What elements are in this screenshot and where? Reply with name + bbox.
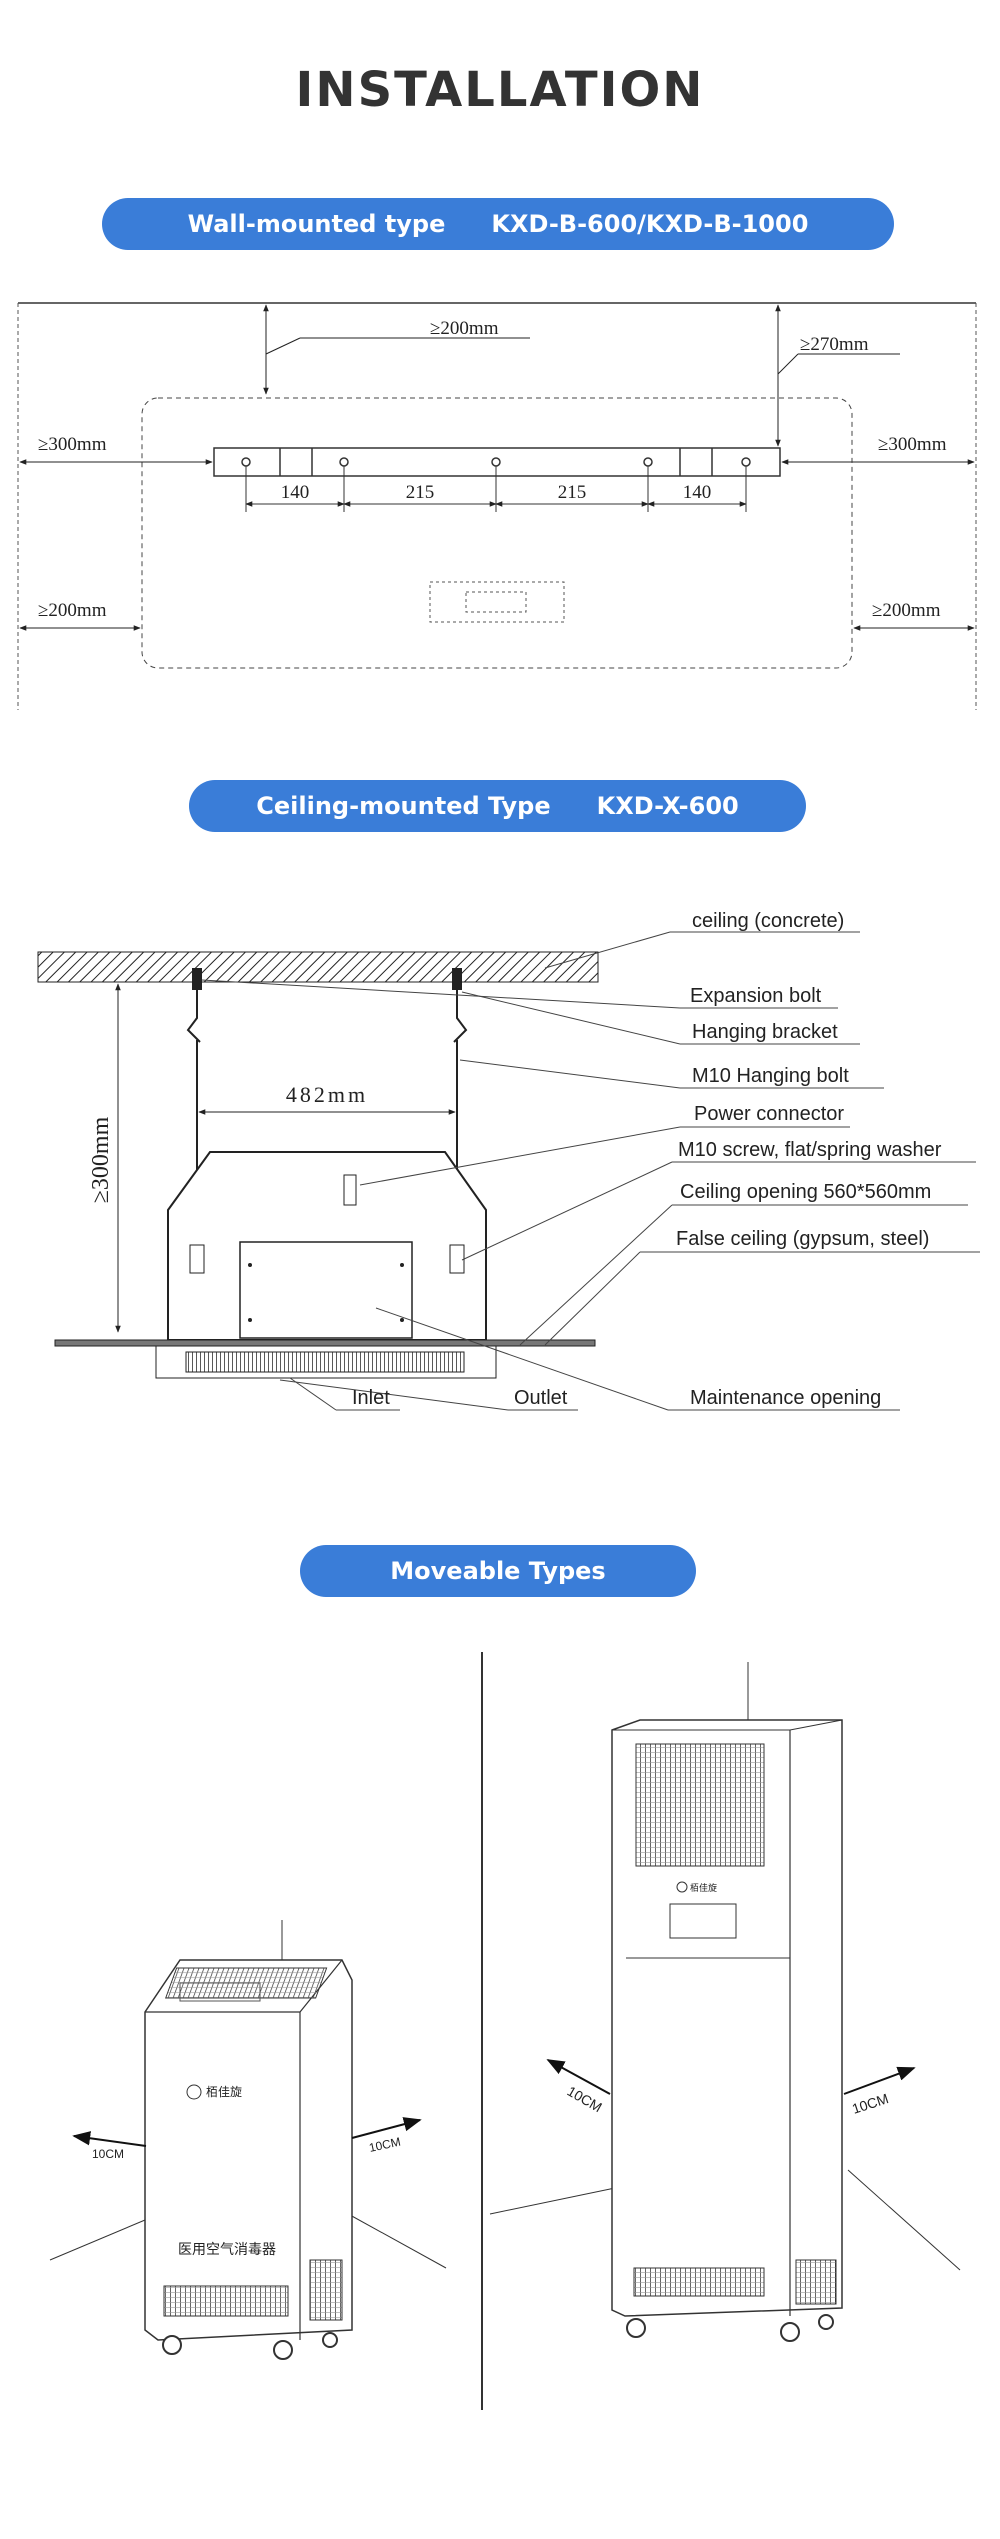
wall-right-dim: ≥300mm <box>878 434 947 455</box>
unit-1-brand: 栢佳旋 <box>206 2085 242 2099</box>
hanging-bracket-left <box>186 990 201 1043</box>
concrete-ceiling <box>37 951 599 983</box>
unit-outline <box>141 397 853 669</box>
false-ceiling <box>54 1339 596 1347</box>
wall-mounted-model: KXD-B-600/KXD-B-1000 <box>491 210 809 238</box>
moveable-unit-1: 栢佳旋 医用空气消毒器 10CM 10CM <box>49 1920 447 2360</box>
wall-mounted-header: Wall-mounted type KXD-B-600/KXD-B-1000 <box>102 198 894 250</box>
spacing-3: 215 <box>558 482 587 503</box>
wall-top-right-dim: ≥270mm <box>800 334 869 355</box>
unit-1-control-panel <box>179 1982 261 2002</box>
spacing-4: 140 <box>683 482 712 503</box>
outlet-grille <box>185 1351 465 1373</box>
label-outlet: Outlet <box>514 1387 568 1409</box>
unit-1-label: 医用空气消毒器 <box>178 2241 276 2257</box>
unit-2-bottom-vent <box>633 2267 765 2297</box>
wall-mounted-diagram: 140 215 215 140 ≥200mm ≥270mm ≥300mm ≥30… <box>17 302 977 710</box>
label-hanging-bolt: M10 Hanging bolt <box>692 1065 849 1087</box>
wall-bottom-left-dim: ≥200mm <box>38 600 107 621</box>
label-screw: M10 screw, flat/spring washer <box>678 1139 942 1161</box>
unit-1-clearance-right: 10CM <box>368 2135 402 2155</box>
wall-top-dim: ≥200mm <box>430 318 499 339</box>
spacing-2: 215 <box>406 482 435 503</box>
unit-2-clearance-right: 10CM <box>850 2090 890 2117</box>
display-panel-outline <box>429 581 565 623</box>
spacing-1: 140 <box>281 482 310 503</box>
width-dim: 482mm <box>286 1082 368 1107</box>
height-dim: ≥300mm <box>88 1116 114 1203</box>
power-connector <box>343 1174 357 1206</box>
label-hanging-bracket: Hanging bracket <box>692 1021 838 1043</box>
moveable-header: Moveable Types <box>300 1545 696 1597</box>
unit-2-brand-logo <box>676 1881 688 1893</box>
unit-1-bottom-vent <box>163 2285 289 2317</box>
moveable-unit-2: 栢佳旋 10CM 10CM <box>489 1662 961 2342</box>
expansion-bolt-left <box>192 968 202 990</box>
unit-2-display <box>669 1903 737 1939</box>
unit-1-side-vent <box>309 2259 343 2321</box>
label-expansion-bolt: Expansion bolt <box>690 985 822 1007</box>
moveable-type-label: Moveable Types <box>390 1557 606 1585</box>
wall-bottom-right-dim: ≥200mm <box>872 600 941 621</box>
page-title: INSTALLATION <box>295 62 705 118</box>
ceiling-mounted-model: KXD-X-600 <box>596 792 739 820</box>
display-panel-inner <box>465 591 527 613</box>
unit-2-brand: 栢佳旋 <box>690 1882 717 1893</box>
moveable-diagram: 栢佳旋 医用空气消毒器 10CM 10CM 栢佳旋 10CM 10CM <box>49 1652 961 2410</box>
screw-left <box>189 1244 205 1274</box>
label-ceiling-opening: Ceiling opening 560*560mm <box>680 1181 931 1203</box>
label-inlet: Inlet <box>352 1387 390 1409</box>
unit-2-side-vent <box>795 2259 837 2305</box>
maintenance-panel <box>239 1241 413 1339</box>
unit-1-brand-logo <box>186 2084 202 2100</box>
label-maintenance-opening: Maintenance opening <box>690 1387 881 1409</box>
ceiling-mounted-type-label: Ceiling-mounted Type <box>256 792 551 820</box>
hanging-bracket-right <box>453 990 468 1043</box>
screw-right <box>449 1244 465 1274</box>
unit-2-top-vent <box>635 1743 765 1867</box>
ceiling-mounted-diagram: ≥300mm 482mm ceiling (concrete) Expansio… <box>37 910 980 1411</box>
wall-left-dim: ≥300mm <box>38 434 107 455</box>
expansion-bolt-right <box>452 968 462 990</box>
label-power-connector: Power connector <box>694 1103 844 1125</box>
unit-1-clearance-left: 10CM <box>92 2147 124 2161</box>
label-false-ceiling: False ceiling (gypsum, steel) <box>676 1228 929 1250</box>
ceiling-mounted-header: Ceiling-mounted Type KXD-X-600 <box>189 780 806 832</box>
label-ceiling: ceiling (concrete) <box>692 910 844 932</box>
wall-mounted-type-label: Wall-mounted type <box>187 210 446 238</box>
